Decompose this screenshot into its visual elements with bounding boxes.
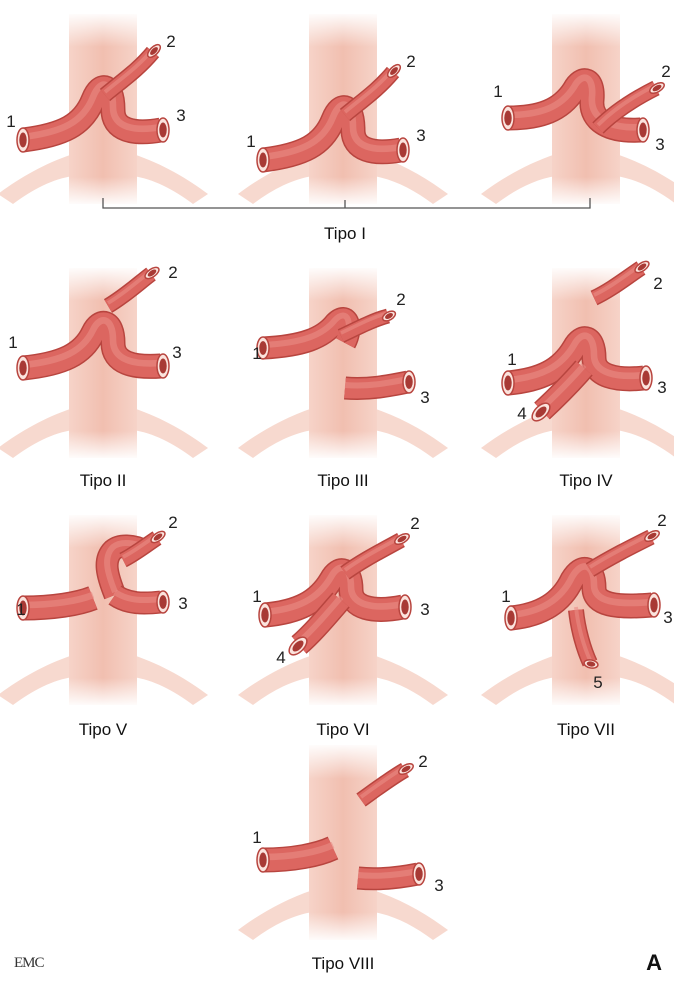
panel-7-branch-3 bbox=[115, 592, 161, 603]
panel-5-lumen-3 bbox=[403, 371, 415, 393]
panel-2-lumen-3 bbox=[397, 138, 409, 162]
tipo-vii-label: Tipo VII bbox=[557, 720, 615, 740]
panel-9-num-5: 5 bbox=[593, 673, 602, 693]
panel-10-vein bbox=[238, 743, 448, 942]
panel-7-branch-1 bbox=[23, 595, 93, 608]
panel-8-num-2: 2 bbox=[410, 514, 419, 534]
panel-5-branch-3 bbox=[345, 379, 408, 389]
panel-9-lumen-1 bbox=[505, 606, 517, 630]
tipo-v-label: Tipo V bbox=[79, 720, 128, 740]
panel-6-num-1: 1 bbox=[507, 350, 516, 370]
panel-10-branch-1 bbox=[263, 845, 333, 860]
panel-2-num-3: 3 bbox=[416, 126, 425, 146]
panel-3-num-3: 3 bbox=[655, 135, 664, 155]
panel-2-num-2: 2 bbox=[406, 52, 415, 72]
panel-1-num-3: 3 bbox=[176, 106, 185, 126]
emc-logo: EMC bbox=[14, 955, 44, 972]
panel-10-lumen-1 bbox=[257, 848, 269, 872]
tipo-vi-label: Tipo VI bbox=[316, 720, 369, 740]
panel-7-num-1: 1 bbox=[16, 600, 25, 620]
panel-4-num-3: 3 bbox=[172, 343, 181, 363]
tipo-iii-label: Tipo III bbox=[317, 471, 368, 491]
tipo-viii-label: Tipo VIII bbox=[312, 954, 375, 974]
panel-8-num-3: 3 bbox=[420, 600, 429, 620]
panel-6-num-4: 4 bbox=[517, 404, 526, 424]
panel-7-num-3: 3 bbox=[178, 594, 187, 614]
panel-9-num-1: 1 bbox=[501, 587, 510, 607]
panel-10-lumen-3 bbox=[413, 863, 425, 885]
panel-8-lumen-3 bbox=[399, 595, 411, 619]
panel-5-vein bbox=[238, 266, 448, 460]
panel-8-num-4: 4 bbox=[276, 648, 285, 668]
panel-1-num-1: 1 bbox=[6, 112, 15, 132]
panel-3-num-2: 2 bbox=[661, 62, 670, 82]
panel-3-num-1: 1 bbox=[493, 82, 502, 102]
panel-5-num-2: 2 bbox=[396, 290, 405, 310]
panel-4-num-1: 1 bbox=[8, 333, 17, 353]
panel-7-num-2: 2 bbox=[168, 513, 177, 533]
panel-9-num-3: 3 bbox=[663, 608, 672, 628]
panel-6-num-2: 2 bbox=[653, 274, 662, 294]
panel-4-lumen-1 bbox=[17, 356, 29, 380]
panel-6-lumen-3 bbox=[640, 366, 652, 390]
panel-4-num-2: 2 bbox=[168, 263, 177, 283]
panel-3-lumen-1 bbox=[502, 106, 514, 130]
panel-1-lumen-3 bbox=[157, 118, 169, 142]
panel-10-lumen-2 bbox=[397, 762, 415, 777]
tipo-ii-label: Tipo II bbox=[80, 471, 127, 491]
panel-6-num-3: 3 bbox=[657, 378, 666, 398]
panel-2-num-1: 1 bbox=[246, 132, 255, 152]
panel-4-lumen-3 bbox=[157, 354, 169, 378]
panel-3-lumen-3 bbox=[637, 118, 649, 142]
panel-10-num-2: 2 bbox=[418, 752, 427, 772]
tipo-iv-label: Tipo IV bbox=[559, 471, 612, 491]
panel-8-num-1: 1 bbox=[252, 587, 261, 607]
panel-10-num-1: 1 bbox=[252, 828, 261, 848]
panel-5-num-3: 3 bbox=[420, 388, 429, 408]
figure-letter: A bbox=[646, 950, 662, 976]
panel-9-lumen-3 bbox=[648, 593, 660, 617]
tipo-i-label: Tipo I bbox=[324, 224, 366, 244]
panel-6-lumen-1 bbox=[502, 371, 514, 395]
panel-7-lumen-3 bbox=[157, 591, 169, 613]
panel-9-num-2: 2 bbox=[657, 511, 666, 531]
panel-10-branch-3 bbox=[358, 871, 418, 879]
panel-1-num-2: 2 bbox=[166, 32, 175, 52]
panel-5-num-1: 1 bbox=[252, 344, 261, 364]
panel-2-lumen-1 bbox=[257, 148, 269, 172]
panel-10-num-3: 3 bbox=[434, 876, 443, 896]
panel-1-lumen-1 bbox=[17, 128, 29, 152]
